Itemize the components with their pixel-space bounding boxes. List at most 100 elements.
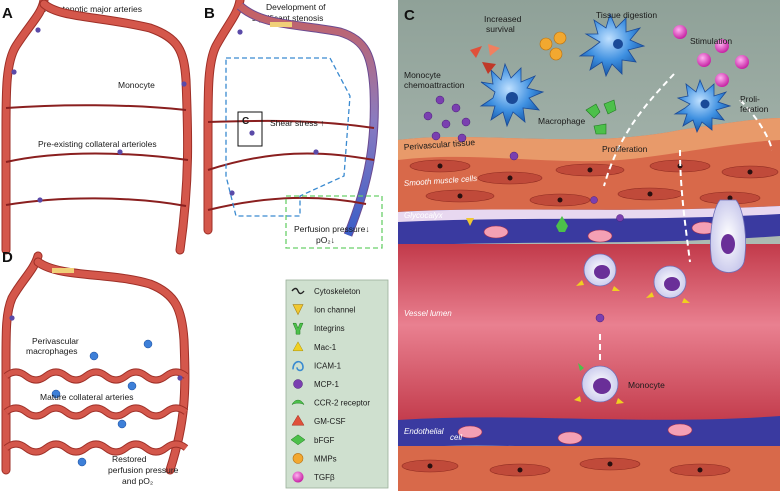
monocyte-dot — [229, 190, 235, 196]
vessel-lumen-label: Vessel lumen — [404, 309, 452, 318]
panel-c-letter: C — [404, 7, 415, 24]
perfusion-label-1: Perfusion pressure↓ — [294, 224, 370, 234]
collateral-arteriole-3 — [5, 197, 187, 207]
proliferation-short-2: feration — [740, 104, 769, 114]
endothelial-cell — [667, 423, 693, 437]
chemoattraction-2: chemoattraction — [404, 80, 465, 90]
panel-d: D Perivascular macrophages Mature collat… — [1, 249, 190, 486]
endothelial-cell — [457, 425, 483, 439]
collateral-arteriole-2 — [207, 152, 375, 171]
endothelial-cell — [587, 229, 613, 243]
perivascular-macrophages-1: Perivascular — [32, 336, 79, 346]
panel-d-letter: D — [2, 249, 13, 266]
mmp-icon — [292, 453, 304, 464]
legend-label: CCR-2 receptor — [314, 399, 370, 408]
legend-label: MMPs — [314, 454, 337, 463]
left-major-artery-fill — [2, 0, 48, 254]
mature-collaterals-label: Mature collateral arteries — [40, 392, 134, 402]
macrophage-icon — [143, 339, 153, 349]
legend-label: Cytoskeleton — [314, 287, 360, 296]
glycocalyx-label: Glycocalyx — [404, 211, 444, 220]
legend-label: Ion channel — [314, 306, 356, 315]
adhering-monocyte — [646, 265, 690, 303]
perivascular-tissue-label: Perivascular tissue — [403, 137, 475, 152]
macrophage-icon — [77, 457, 87, 467]
endothelial-cell — [557, 431, 583, 445]
inset-letter: C — [242, 116, 249, 127]
blue-dashed-zone — [225, 57, 351, 217]
ion-channel-icon — [466, 218, 474, 226]
monocyte-dot — [11, 69, 17, 75]
proliferation-short-1: Proli- — [740, 94, 760, 104]
increased-survival-1: Increased — [484, 14, 522, 24]
green-dashed-zone — [285, 195, 383, 249]
panel-b-title-1: Development of — [266, 2, 326, 12]
ccr2-icon — [291, 399, 305, 406]
mature-collateral-1-fill — [4, 369, 188, 383]
macrophage-right — [673, 78, 732, 134]
inset-box — [237, 111, 263, 147]
stenosis-plaque — [52, 268, 74, 273]
legend-label: Integrins — [314, 324, 345, 333]
perfusion-label-2: pO₂↓ — [316, 235, 335, 245]
bfgf-icon — [290, 434, 306, 446]
panel-a-title: Non-stenotic major arteries — [40, 4, 142, 14]
macrophage-icon — [127, 381, 137, 391]
perivascular-tissue — [398, 118, 780, 162]
tgfb-icon — [292, 471, 304, 483]
gmcsf-cluster — [470, 44, 500, 74]
circulating-monocyte — [574, 363, 624, 404]
panel-a-letter: A — [2, 5, 13, 22]
left-major-artery-fill — [204, 0, 244, 234]
mature-collateral-2-fill — [4, 405, 188, 419]
mcp1-icon — [293, 379, 303, 389]
right-major-artery-fill — [34, 258, 189, 474]
proliferation-label: Proliferation — [602, 144, 648, 154]
legend-label: ICAM-1 — [314, 361, 342, 370]
panel-c: C Increased survival Tissue digestion St… — [398, 0, 780, 491]
chemoattraction-1: Monocyte — [404, 70, 441, 80]
signaling-arrows — [599, 73, 773, 360]
integrin-icon — [556, 216, 568, 232]
monocyte-dot — [177, 375, 183, 381]
tgfb-cluster — [673, 25, 749, 87]
left-major-artery-fill — [2, 252, 42, 474]
tissue-digestion-label: Tissue digestion — [596, 10, 657, 20]
right-major-artery-fill — [40, 0, 192, 254]
panel-b: B Development of significant stenosis C … — [203, 0, 383, 249]
mature-collateral-3-fill — [4, 441, 188, 455]
mac1-icon — [292, 341, 304, 352]
panel-b-title-2: significant stenosis — [252, 13, 323, 23]
increased-survival-2: survival — [486, 24, 515, 34]
arrow-stimulation — [603, 73, 675, 187]
endothelial-label-2: cell — [450, 433, 462, 442]
monocyte-dot — [117, 149, 123, 155]
collateral-arteriole-3 — [207, 196, 367, 211]
right-major-artery — [39, 0, 193, 255]
macrophage-icon — [51, 389, 61, 399]
legend-background — [285, 279, 389, 489]
integrin-icon — [292, 322, 304, 335]
monocyte-dot — [35, 27, 41, 33]
macrophage-label: Macrophage — [538, 116, 586, 126]
restored-1: Restored — [112, 454, 147, 464]
gmcsf-icon — [291, 414, 305, 426]
stenosis-plaque — [270, 22, 292, 27]
monocyte-dot — [9, 315, 15, 321]
monocyte-dot — [249, 130, 255, 136]
macrophage-large — [479, 62, 545, 128]
monocyte-dot — [313, 149, 319, 155]
icam1-icon — [292, 360, 304, 372]
monocyte-dot — [37, 197, 43, 203]
panel-a: A Non-stenotic major arteries Monocyte P… — [1, 0, 193, 255]
collateral-label: Pre-existing collateral arterioles — [38, 139, 157, 149]
mcp1-cluster — [423, 95, 624, 323]
monocyte-dot — [237, 29, 243, 35]
macrophage-top — [578, 12, 646, 78]
arrow-descend — [679, 149, 691, 263]
legend-label: TGFβ — [314, 473, 335, 482]
stimulation-label: Stimulation — [690, 36, 732, 46]
